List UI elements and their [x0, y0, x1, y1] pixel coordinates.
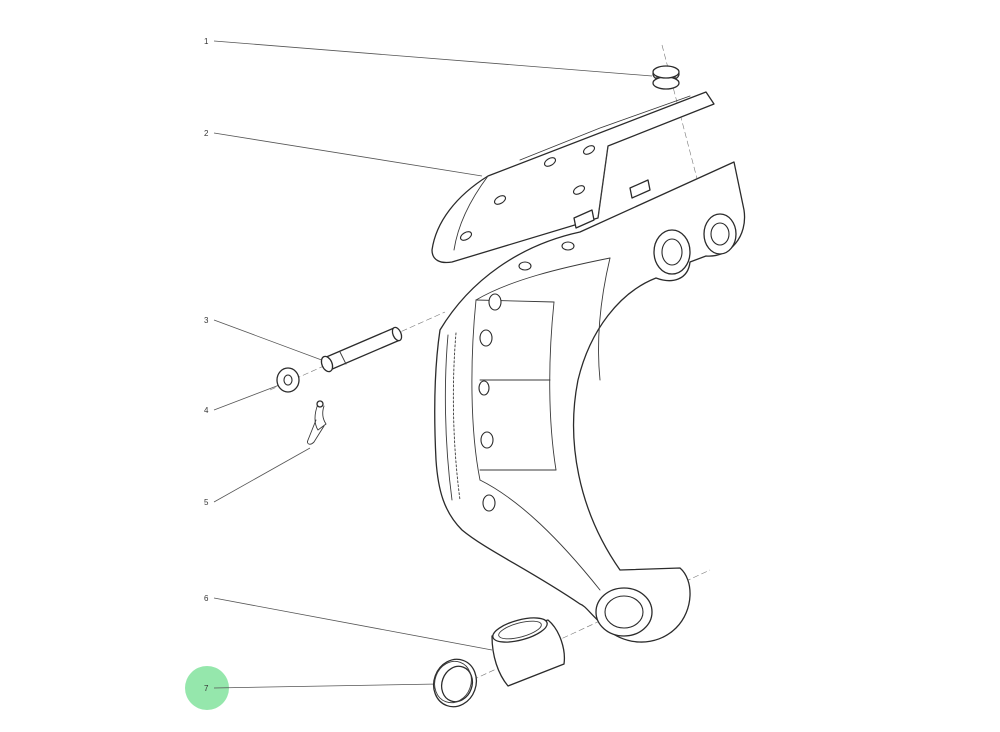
leader-lines	[213, 40, 653, 689]
callout-6[interactable]: 6	[204, 594, 209, 603]
brake-shoe-body-part[interactable]	[434, 161, 746, 643]
leader-line-5	[213, 447, 311, 503]
callout-7-highlight[interactable]	[185, 666, 229, 710]
seal-ring-part[interactable]	[427, 653, 483, 712]
cotter-pin-part[interactable]	[307, 400, 327, 445]
pin-head-part[interactable]	[652, 65, 680, 90]
leader-line-3	[213, 319, 328, 363]
leader-line-6	[213, 597, 493, 651]
callout-2[interactable]: 2	[204, 129, 209, 138]
leader-line-7	[213, 683, 439, 689]
bushing-part[interactable]	[490, 613, 566, 687]
leader-line-2	[213, 132, 483, 177]
callout-numbers: 1 2 3 4 5 6 7	[204, 37, 209, 693]
leader-line-1	[213, 40, 653, 77]
brake-lining-plate-part[interactable]	[431, 91, 715, 264]
washer-part[interactable]	[276, 367, 300, 393]
callout-3[interactable]: 3	[204, 316, 209, 325]
clevis-pin-part[interactable]	[319, 326, 403, 373]
callout-7[interactable]: 7	[204, 684, 209, 693]
leader-line-4	[213, 383, 283, 411]
callout-1[interactable]: 1	[204, 37, 209, 46]
callout-5[interactable]: 5	[204, 498, 209, 507]
callout-4[interactable]: 4	[204, 406, 209, 415]
